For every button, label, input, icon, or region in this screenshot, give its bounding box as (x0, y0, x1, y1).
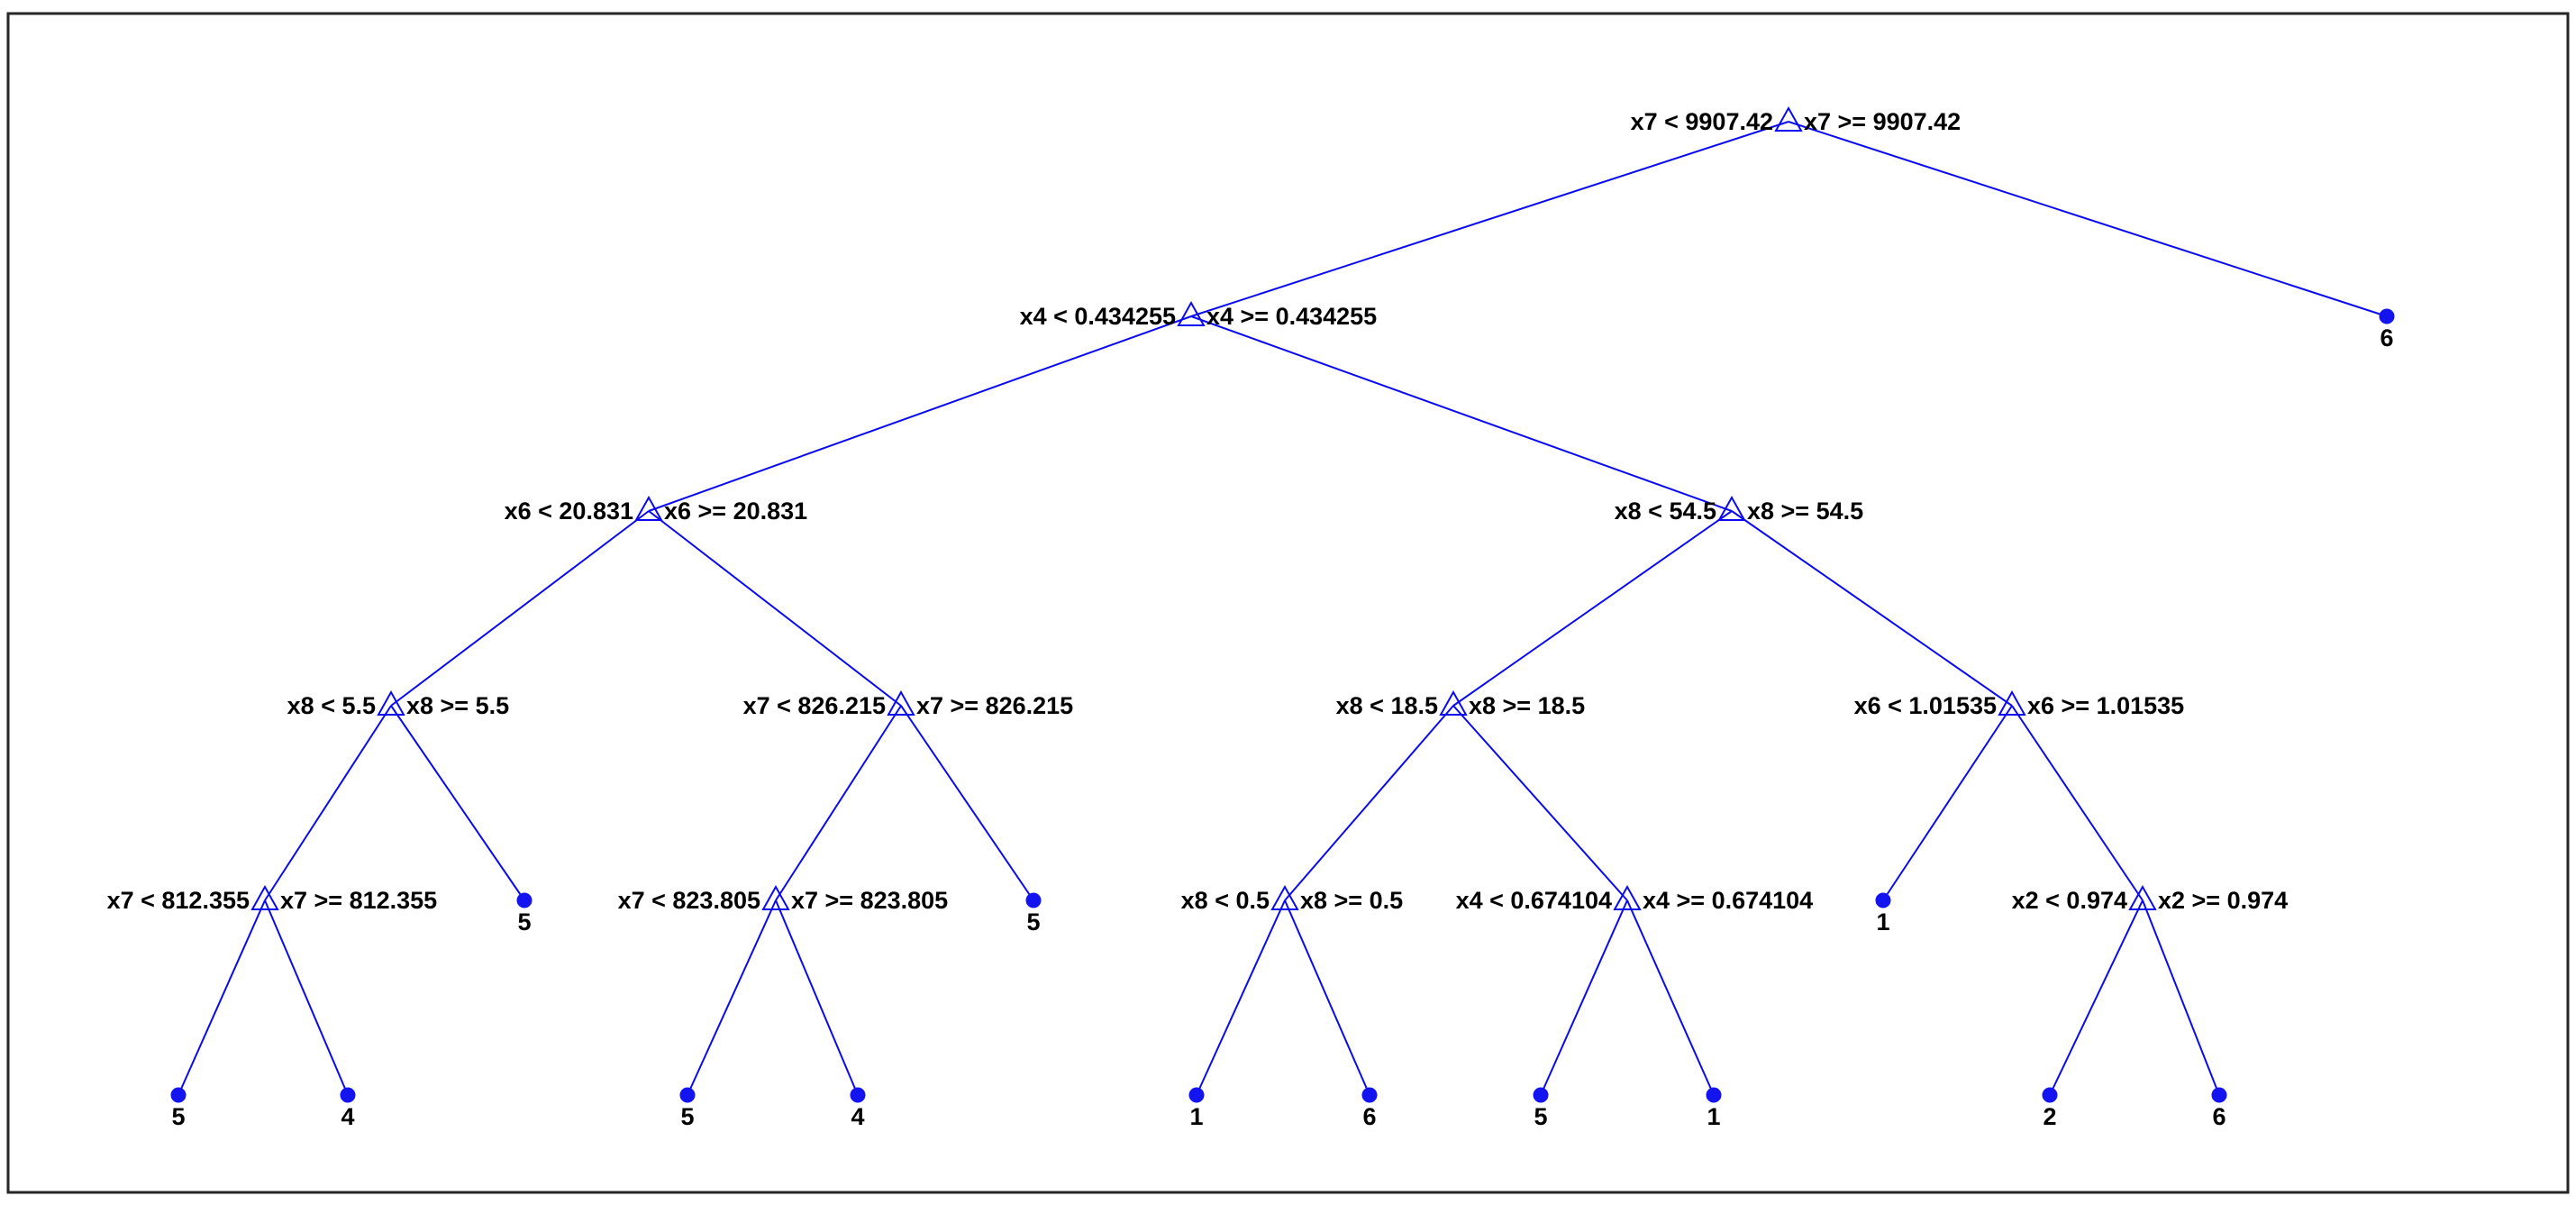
leaf-class-label: 6 (2380, 324, 2393, 351)
tree-edge (775, 705, 902, 901)
leaf-node-circle-icon (1025, 892, 1042, 908)
split-condition-right-label: x8 >= 0.5 (1300, 887, 1403, 914)
leaf-class-label: 5 (1534, 1103, 1547, 1130)
leaf-node-circle-icon (850, 1087, 866, 1103)
tree-edge (177, 899, 266, 1096)
split-node-triangle-icon (250, 884, 279, 910)
split-node-triangle-icon (887, 689, 915, 716)
tree-edge (1452, 705, 1628, 901)
split-node-triangle-icon (761, 884, 790, 910)
leaf-class-label: 5 (1026, 908, 1040, 936)
leaf-node-circle-icon (1188, 1087, 1205, 1103)
split-condition-left-label: x8 < 5.5 (287, 692, 376, 719)
split-condition-right-label: x2 >= 0.974 (2158, 887, 2288, 914)
tree-edge (648, 510, 902, 707)
leaf-class-label: 5 (680, 1103, 694, 1130)
leaf-class-label: 1 (1876, 908, 1889, 936)
split-condition-right-label: x8 >= 18.5 (1469, 692, 1585, 719)
split-node-triangle-icon (1613, 884, 1642, 910)
figure-border (6, 12, 2570, 1194)
split-condition-left-label: x8 < 0.5 (1181, 887, 1270, 914)
leaf-node-circle-icon (1875, 892, 1891, 908)
tree-edge (1452, 510, 1733, 707)
split-node-triangle-icon (1270, 884, 1299, 910)
split-node-triangle-icon (1177, 300, 1206, 326)
leaf-node-circle-icon (679, 1087, 696, 1103)
leaf-class-label: 1 (1189, 1103, 1203, 1130)
split-node-triangle-icon (1774, 105, 1803, 132)
tree-edge (2049, 899, 2144, 1096)
tree-edge (2011, 705, 2144, 901)
tree-edge (1284, 705, 1454, 901)
leaf-class-label: 4 (851, 1103, 864, 1130)
tree-edge (1882, 705, 2013, 901)
tree-edge (1731, 510, 2013, 707)
split-condition-left-label: x2 < 0.974 (2012, 887, 2127, 914)
tree-edge (1196, 899, 1286, 1096)
leaf-node-circle-icon (516, 892, 532, 908)
split-condition-left-label: x6 < 1.01535 (1854, 692, 1997, 719)
split-condition-left-label: x7 < 826.215 (743, 692, 886, 719)
tree-edge (264, 705, 392, 901)
leaf-class-label: 1 (1707, 1103, 1720, 1130)
leaf-class-label: 4 (341, 1103, 354, 1130)
split-node-triangle-icon (377, 689, 405, 716)
split-condition-left-label: x4 < 0.434255 (1020, 303, 1176, 330)
split-condition-right-label: x6 >= 1.01535 (2027, 692, 2184, 719)
leaf-node-circle-icon (1706, 1087, 1722, 1103)
split-condition-right-label: x6 >= 20.831 (664, 498, 807, 525)
leaf-node-circle-icon (340, 1087, 356, 1103)
tree-edge (1190, 121, 1789, 317)
split-condition-left-label: x6 < 20.831 (505, 498, 633, 525)
tree-edge (1540, 899, 1628, 1096)
tree-edge (687, 899, 777, 1096)
split-condition-right-label: x8 >= 54.5 (1747, 498, 1863, 525)
tree-edge (390, 510, 650, 707)
split-condition-right-label: x4 >= 0.674104 (1643, 887, 1813, 914)
tree-edge (390, 705, 525, 901)
tree-edge (264, 899, 349, 1096)
split-condition-left-label: x7 < 9907.42 (1631, 108, 1773, 135)
split-node-triangle-icon (1998, 689, 2026, 716)
tree-edge (1284, 899, 1370, 1096)
leaf-class-label: 5 (517, 908, 531, 936)
leaf-node-circle-icon (170, 1087, 187, 1103)
split-condition-right-label: x7 >= 812.355 (280, 887, 437, 914)
split-condition-right-label: x8 >= 5.5 (406, 692, 509, 719)
tree-edge (648, 315, 1192, 512)
leaf-node-circle-icon (2211, 1087, 2227, 1103)
tree-edge (775, 899, 859, 1096)
leaf-node-circle-icon (2379, 308, 2395, 324)
split-condition-right-label: x7 >= 823.805 (791, 887, 948, 914)
leaf-class-label: 6 (1362, 1103, 1376, 1130)
leaf-node-circle-icon (1533, 1087, 1549, 1103)
split-condition-left-label: x8 < 18.5 (1336, 692, 1438, 719)
split-condition-right-label: x4 >= 0.434255 (1206, 303, 1377, 330)
split-condition-left-label: x7 < 812.355 (107, 887, 250, 914)
split-condition-left-label: x4 < 0.674104 (1456, 887, 1612, 914)
leaf-class-label: 2 (2043, 1103, 2056, 1130)
split-node-triangle-icon (1717, 495, 1746, 521)
split-condition-left-label: x7 < 823.805 (618, 887, 760, 914)
leaf-node-circle-icon (2042, 1087, 2058, 1103)
tree-edge (1190, 315, 1733, 512)
split-condition-right-label: x7 >= 9907.42 (1804, 108, 1961, 135)
split-node-triangle-icon (2128, 884, 2157, 910)
split-node-triangle-icon (634, 495, 663, 521)
split-condition-left-label: x8 < 54.5 (1615, 498, 1716, 525)
tree-edge (1788, 121, 2388, 317)
tree-edge (2142, 899, 2220, 1096)
leaf-class-label: 6 (2212, 1103, 2226, 1130)
leaf-node-circle-icon (1361, 1087, 1378, 1103)
split-condition-right-label: x7 >= 826.215 (916, 692, 1073, 719)
tree-edge (1626, 899, 1715, 1096)
tree-edge (900, 705, 1034, 901)
split-node-triangle-icon (1439, 689, 1468, 716)
leaf-class-label: 5 (171, 1103, 185, 1130)
